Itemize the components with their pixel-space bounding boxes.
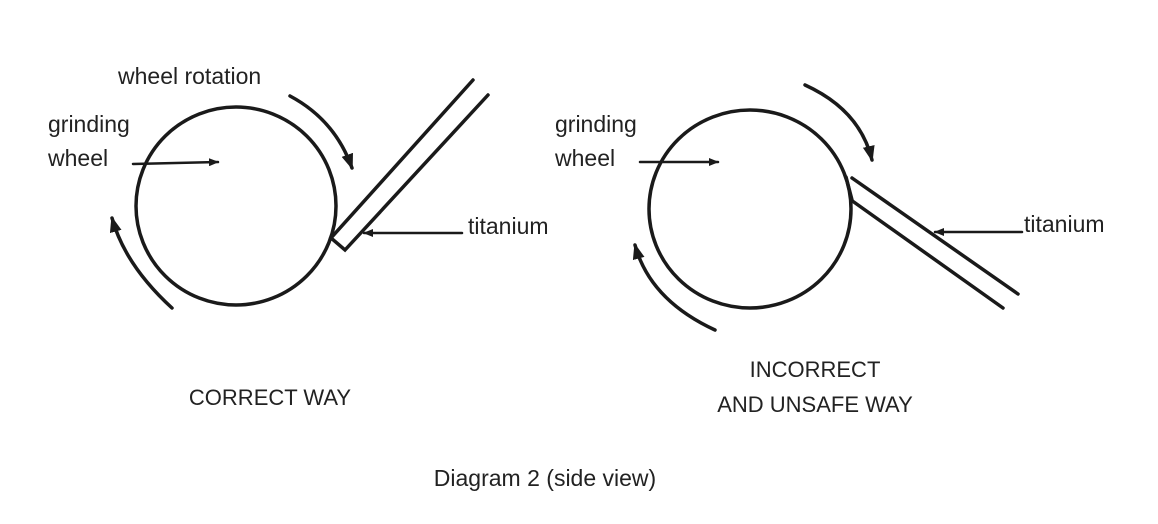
- grinding-wheel-incorrect: [647, 108, 853, 310]
- titanium-bar-correct: [328, 78, 490, 253]
- rotation-arrow-top-incorrect: [803, 83, 875, 162]
- grinding-label-incorrect: grinding: [555, 111, 637, 137]
- rotation-arrow-bottom-correct: [109, 216, 174, 310]
- caption-incorrect-2: AND UNSAFE WAY: [717, 392, 913, 417]
- titanium-label-incorrect: titanium: [1024, 211, 1105, 237]
- diagram-title: Diagram 2 (side view): [433, 465, 657, 491]
- wheel-label-correct: wheel: [48, 145, 109, 171]
- grinding-label-correct: grinding: [48, 111, 130, 137]
- wheel-rotation-label: wheel rotation: [118, 63, 262, 89]
- rotation-arrow-top-correct: [288, 94, 354, 170]
- grinding-wheel-correct: [134, 105, 338, 307]
- caption-incorrect-1: INCORRECT: [749, 357, 881, 382]
- wheel-pointer-correct: [131, 158, 220, 167]
- titanium-bar-incorrect: [844, 175, 1020, 310]
- titanium-label-correct: titanium: [468, 213, 549, 239]
- caption-correct: CORRECT WAY: [188, 385, 352, 410]
- rotation-arrow-bottom-incorrect: [632, 243, 717, 332]
- wheel-label-incorrect: wheel: [555, 145, 616, 171]
